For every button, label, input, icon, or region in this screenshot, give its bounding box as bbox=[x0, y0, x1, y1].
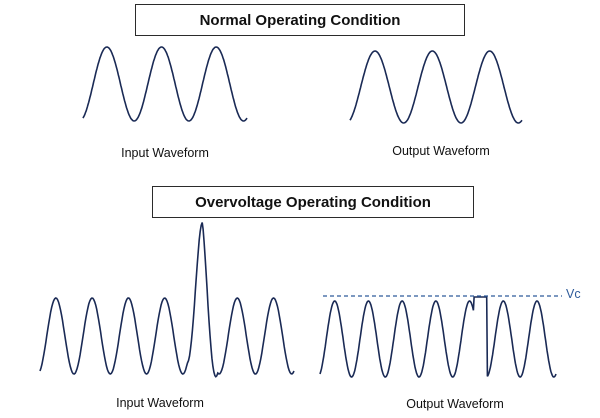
clamp-voltage-label: Vc bbox=[566, 287, 581, 301]
normal-output-caption: Output Waveform bbox=[392, 144, 490, 158]
overvoltage-output-caption: Output Waveform bbox=[406, 397, 504, 411]
overvoltage-output-waveform bbox=[319, 296, 557, 378]
overvoltage-input-waveform bbox=[39, 222, 295, 378]
overvoltage-input-caption: Input Waveform bbox=[116, 396, 204, 410]
normal-condition-title: Normal Operating Condition bbox=[135, 4, 465, 36]
normal-output-waveform bbox=[349, 50, 523, 124]
overvoltage-condition-title: Overvoltage Operating Condition bbox=[152, 186, 474, 218]
normal-input-caption: Input Waveform bbox=[121, 146, 209, 160]
normal-input-waveform bbox=[82, 46, 248, 122]
